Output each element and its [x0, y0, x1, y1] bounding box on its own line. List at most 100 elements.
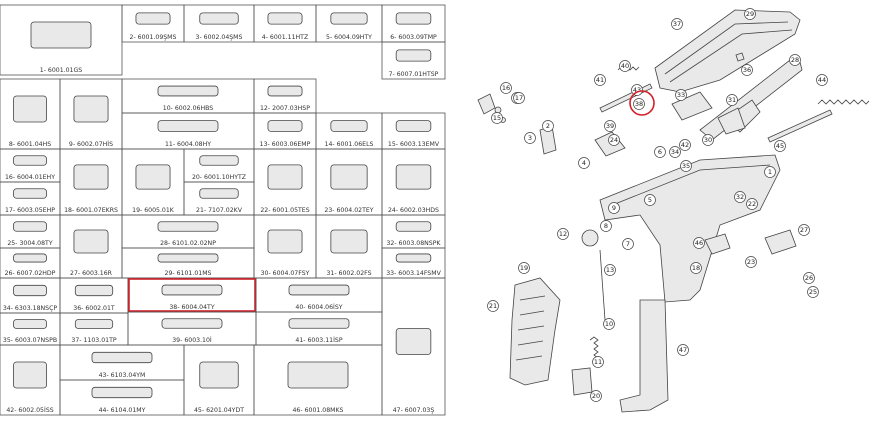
catalogue-cell: 47- 6007.03Ş [381, 277, 446, 416]
part-label: 11- 6004.08HY [165, 141, 211, 148]
catalogue-cell: 37- 1103.01TP [59, 312, 129, 346]
svg-text:46: 46 [695, 239, 703, 247]
part-label: 42- 6002.05İSS [6, 405, 53, 414]
part-label: 29- 6101.01MS [165, 270, 212, 277]
part-label: 23- 6004.02TEY [324, 207, 373, 214]
callout-12: 12 [557, 228, 569, 240]
callout-30: 30 [702, 134, 714, 146]
part-label: 39- 6003.10İ [172, 335, 212, 344]
part-sketch [288, 284, 350, 296]
part-sketch [267, 164, 303, 190]
exploded-view-drawing [477, 9, 869, 413]
callout-36: 36 [741, 64, 753, 76]
callout-21: 21 [487, 300, 499, 312]
part-label: 15- 6003.13EMV [388, 141, 440, 148]
svg-text:27: 27 [800, 226, 808, 234]
callout-24: 24 [608, 134, 620, 146]
catalogue-cell: 23- 6004.02TEY [315, 148, 383, 216]
part-sketch [287, 361, 349, 389]
part-sketch [91, 386, 153, 399]
callout-13: 13 [604, 264, 616, 276]
catalogue-cell: 24- 6002.03HDS [381, 148, 446, 216]
part-sketch [74, 319, 114, 329]
frame-part [599, 154, 781, 303]
svg-text:19: 19 [520, 264, 528, 272]
part-label: 43- 6103.04YM [99, 372, 146, 379]
part-sketch [13, 253, 47, 263]
callout-38: 38 [633, 98, 645, 110]
part-sketch [157, 221, 219, 232]
callout-27: 27 [798, 224, 810, 236]
part-sketch [288, 318, 350, 329]
part-sketch [395, 253, 432, 263]
svg-text:35: 35 [682, 162, 690, 170]
svg-text:13: 13 [606, 266, 614, 274]
svg-text:31: 31 [728, 96, 736, 104]
part-sketch [267, 120, 303, 132]
part-label: 38- 6004.04TY [169, 304, 214, 311]
svg-text:45: 45 [776, 142, 784, 150]
callout-11: 11 [592, 356, 604, 368]
part-sketch [13, 319, 47, 329]
svg-text:4: 4 [582, 159, 586, 167]
part-sketch [330, 12, 368, 25]
svg-text:6: 6 [658, 148, 662, 156]
part-label: 36- 6002.01T [73, 305, 115, 312]
part-label: 35- 6003.07NSPB [3, 337, 57, 344]
callout-22: 22 [746, 198, 758, 210]
part-label: 45- 6201.04YDT [194, 407, 244, 414]
part-sketch [267, 229, 303, 254]
recoil-spring-part [817, 99, 869, 105]
part-sketch [330, 164, 368, 190]
svg-text:25: 25 [809, 288, 817, 296]
part-label: 21- 7107.02KV [196, 207, 243, 214]
callout-5: 5 [644, 194, 656, 206]
part-label: 7- 6007.01HTSP [389, 71, 439, 78]
part-sketch [330, 229, 368, 254]
grip-panel-part [509, 277, 561, 386]
svg-text:24: 24 [610, 136, 618, 144]
callout-16: 16 [500, 82, 512, 94]
callout-3: 3 [524, 132, 536, 144]
part-label: 25- 3004.08TY [7, 240, 52, 247]
callout-1: 1 [764, 166, 776, 178]
svg-text:43: 43 [633, 86, 641, 94]
part-sketch [13, 284, 47, 297]
callout-numbers: 1234567891011121314151617181920212223242… [487, 8, 828, 402]
callout-43: 43 [631, 84, 643, 96]
part-label: 17- 6003.05EHP [5, 207, 55, 214]
part-sketch [73, 95, 109, 123]
callout-45: 45 [774, 140, 786, 152]
callout-26: 26 [803, 272, 815, 284]
part-sketch [13, 95, 47, 123]
part-sketch [161, 284, 223, 296]
part-label: 44- 6104.01MY [99, 407, 146, 414]
svg-text:34: 34 [671, 148, 679, 156]
part-label: 1- 6001.01GS [40, 67, 83, 74]
callout-29: 29 [744, 8, 756, 20]
part-label: 12- 2007.03HSP [260, 105, 310, 112]
catalogue-cell: 20- 6001.10HYTZ [183, 148, 255, 183]
svg-text:12: 12 [559, 230, 567, 238]
part-sketch [30, 21, 92, 49]
part-label: 22- 6001.05TES [260, 207, 309, 214]
part-sketch [91, 351, 153, 364]
part-label: 8- 6001.04HS [9, 141, 51, 148]
svg-text:10: 10 [605, 320, 613, 328]
part-label: 26- 6007.02HDP [5, 270, 56, 277]
svg-text:32: 32 [736, 193, 744, 201]
part-label: 31- 6002.02FS [326, 270, 371, 277]
callout-17: 17 [513, 92, 525, 104]
part-sketch [13, 221, 47, 232]
part-sketch [13, 361, 47, 389]
catalogue-cell: 7- 6007.01HTSP [381, 41, 446, 80]
callout-2: 2 [542, 120, 554, 132]
catalogue-cell: 27- 6003.16R [59, 214, 123, 279]
part-label: 32- 6003.08NSPK [386, 240, 441, 247]
svg-text:47: 47 [679, 346, 687, 354]
catalogue-cell: 46- 6001.08MKS [253, 344, 383, 416]
part-label: 9- 6002.07HİS [69, 139, 113, 148]
svg-text:38: 38 [635, 100, 643, 108]
svg-text:28: 28 [791, 56, 799, 64]
svg-text:21: 21 [489, 302, 497, 310]
